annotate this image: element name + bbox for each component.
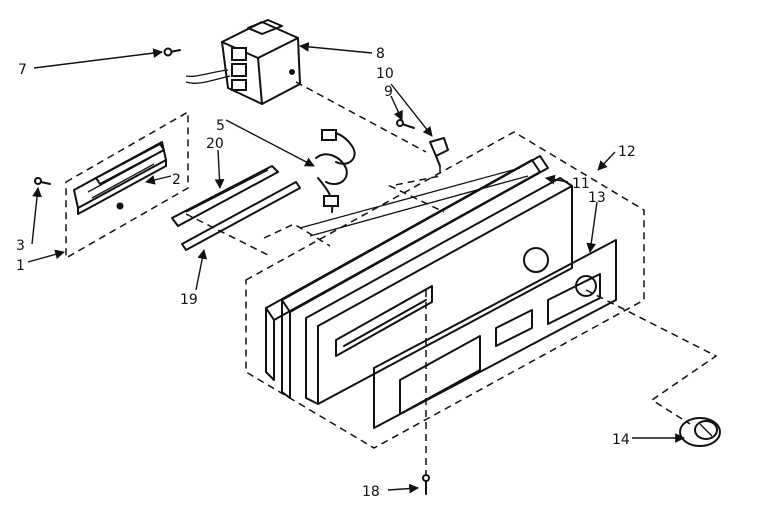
screw-part-7 [163, 47, 181, 57]
clip-part-10 [429, 137, 449, 167]
trim-strip-part-19 [181, 181, 301, 251]
control-panel-part-12 [245, 131, 645, 449]
callout-7: 7 [18, 62, 27, 78]
callout-13: 13 [588, 190, 606, 206]
screw-part-3 [34, 177, 51, 185]
callout-19: 19 [180, 292, 198, 308]
callout-8: 8 [376, 46, 385, 62]
leader-lines [27, 41, 685, 494]
callout-10: 10 [376, 66, 394, 82]
switch-module-part [185, 19, 301, 105]
screw-part-9 [396, 119, 415, 129]
callout-20: 20 [206, 136, 224, 152]
callout-12: 12 [618, 144, 636, 160]
callout-9: 9 [384, 84, 393, 100]
callout-14: 14 [612, 432, 630, 448]
callout-11: 11 [572, 176, 590, 192]
alignment-lines [185, 81, 718, 474]
screw-part-18 [422, 474, 430, 495]
knob-part-14 [679, 417, 721, 447]
callout-5: 5 [216, 118, 225, 134]
trim-strip-part-20 [171, 165, 279, 227]
callout-1: 1 [16, 258, 25, 274]
fascia-panel-part-13 [373, 239, 617, 429]
callout-2: 2 [172, 172, 181, 188]
bracket-assembly-part-1 [65, 110, 189, 260]
callout-3: 3 [16, 238, 25, 254]
callout-labels: 7 8 10 9 5 20 2 3 1 19 12 11 13 14 18 [16, 46, 636, 500]
callout-18: 18 [362, 484, 380, 500]
wire-harness-part [315, 129, 356, 213]
